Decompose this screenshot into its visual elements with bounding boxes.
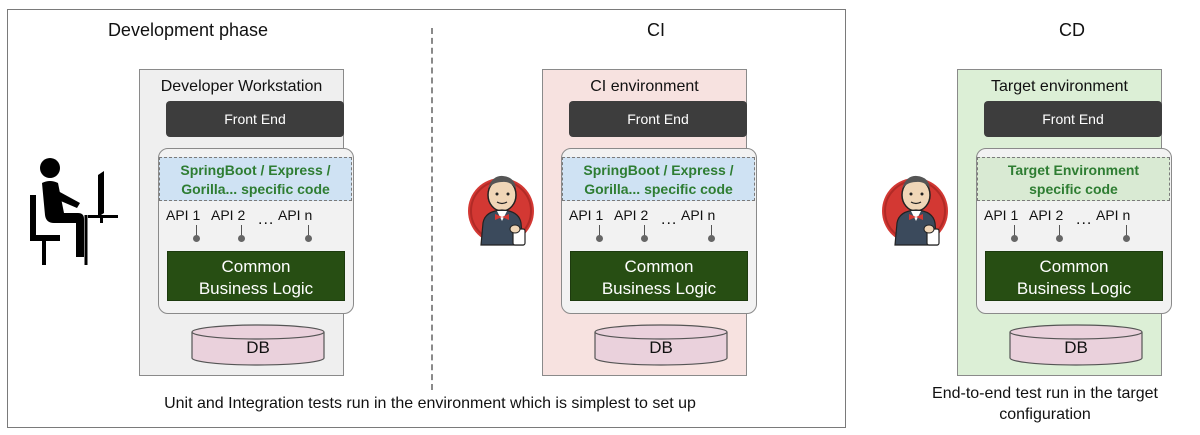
business-line2-dev: Business Logic — [198, 279, 314, 298]
api-n-label-cd: API n — [1096, 207, 1131, 223]
api-dots-ci: ... — [661, 211, 678, 228]
api-n-stem-dev — [308, 225, 309, 239]
api-dots-dev: ... — [258, 211, 275, 228]
specific-line1-cd: Target Environment — [1007, 162, 1140, 178]
caption-dev-ci: Unit and Integration tests run in the en… — [164, 395, 696, 412]
business-line1-cd: Common — [1039, 257, 1109, 276]
jenkins-butler-icon-cd — [881, 163, 953, 259]
env-box-cd: Target environment Front End Target Envi… — [957, 69, 1172, 376]
business-logic-block-ci: Common Business Logic — [570, 251, 748, 301]
api-1-label-ci: API 1 — [569, 207, 604, 223]
frontend-block-ci: Front End — [569, 101, 747, 137]
service-container-ci: SpringBoot / Express / Gorilla... specif… — [561, 148, 757, 314]
specific-line2-dev: Gorilla... specific code — [181, 181, 330, 197]
caption-cd: End-to-end test run in the target config… — [900, 383, 1190, 425]
api-2-label-dev: API 2 — [211, 207, 246, 223]
env-title-dev: Developer Workstation — [160, 78, 323, 95]
api-2-stem-cd — [1059, 225, 1060, 239]
api-2-stem-ci — [644, 225, 645, 239]
phase-title-cd: CD — [1059, 20, 1085, 40]
developer-at-desk-icon — [28, 157, 120, 269]
api-n-label-dev: API n — [278, 207, 313, 223]
api-1-endpoint-dev — [193, 235, 200, 242]
specific-line2-ci: Gorilla... specific code — [584, 181, 733, 197]
specific-line2-cd: specific code — [1029, 181, 1118, 197]
specific-line1-ci: SpringBoot / Express / — [583, 162, 734, 178]
api-2-label-ci: API 2 — [614, 207, 649, 223]
env-box-ci: CI environment Front End SpringBoot / Ex… — [542, 69, 757, 376]
database-dev: DB — [191, 324, 325, 366]
api-1-stem-ci — [599, 225, 600, 239]
api-n-endpoint-cd — [1123, 235, 1130, 242]
api-2-endpoint-ci — [641, 235, 648, 242]
api-n-stem-ci — [711, 225, 712, 239]
api-n-endpoint-dev — [305, 235, 312, 242]
phase-title-dev: Development phase — [107, 20, 269, 40]
service-container-dev: SpringBoot / Express / Gorilla... specif… — [158, 148, 354, 314]
api-2-label-cd: API 2 — [1029, 207, 1064, 223]
caption-cd-line1: End-to-end test run in the target — [932, 385, 1158, 402]
api-1-endpoint-ci — [596, 235, 603, 242]
api-2-endpoint-cd — [1056, 235, 1063, 242]
specific-line1-dev: SpringBoot / Express / — [180, 162, 331, 178]
business-logic-block-cd: Common Business Logic — [985, 251, 1163, 301]
api-1-endpoint-cd — [1011, 235, 1018, 242]
frontend-block-cd: Front End — [984, 101, 1162, 137]
api-2-stem-dev — [241, 225, 242, 239]
db-label-dev: DB — [246, 338, 270, 357]
db-label-ci: DB — [649, 338, 673, 357]
database-ci: DB — [594, 324, 728, 366]
framework-specific-code-dev: SpringBoot / Express / Gorilla... specif… — [159, 157, 352, 201]
phase-divider — [431, 28, 433, 390]
env-title-cd: Target environment — [991, 78, 1128, 95]
business-line1-ci: Common — [624, 257, 694, 276]
service-container-cd: Target Environment specific code API 1 A… — [976, 148, 1172, 314]
dev-ci-frame — [7, 9, 846, 428]
api-1-stem-cd — [1014, 225, 1015, 239]
framework-specific-code-ci: SpringBoot / Express / Gorilla... specif… — [562, 157, 755, 201]
api-n-label-ci: API n — [681, 207, 716, 223]
business-logic-block-dev: Common Business Logic — [167, 251, 345, 301]
database-cd: DB — [1009, 324, 1143, 366]
phase-title-ci: CI — [647, 20, 665, 40]
business-line2-cd: Business Logic — [1016, 279, 1132, 298]
api-dots-cd: ... — [1076, 211, 1093, 228]
env-box-dev: Developer Workstation Front End SpringBo… — [139, 69, 354, 376]
framework-specific-code-cd: Target Environment specific code — [977, 157, 1170, 201]
jenkins-butler-icon-ci — [467, 163, 539, 259]
business-line1-dev: Common — [221, 257, 291, 276]
caption-cd-line2: configuration — [999, 406, 1091, 423]
business-line2-ci: Business Logic — [601, 279, 717, 298]
api-1-label-dev: API 1 — [166, 207, 201, 223]
api-1-stem-dev — [196, 225, 197, 239]
api-n-stem-cd — [1126, 225, 1127, 239]
api-n-endpoint-ci — [708, 235, 715, 242]
api-1-label-cd: API 1 — [984, 207, 1019, 223]
db-label-cd: DB — [1064, 338, 1088, 357]
api-2-endpoint-dev — [238, 235, 245, 242]
env-title-ci: CI environment — [590, 78, 699, 95]
frontend-block-dev: Front End — [166, 101, 344, 137]
